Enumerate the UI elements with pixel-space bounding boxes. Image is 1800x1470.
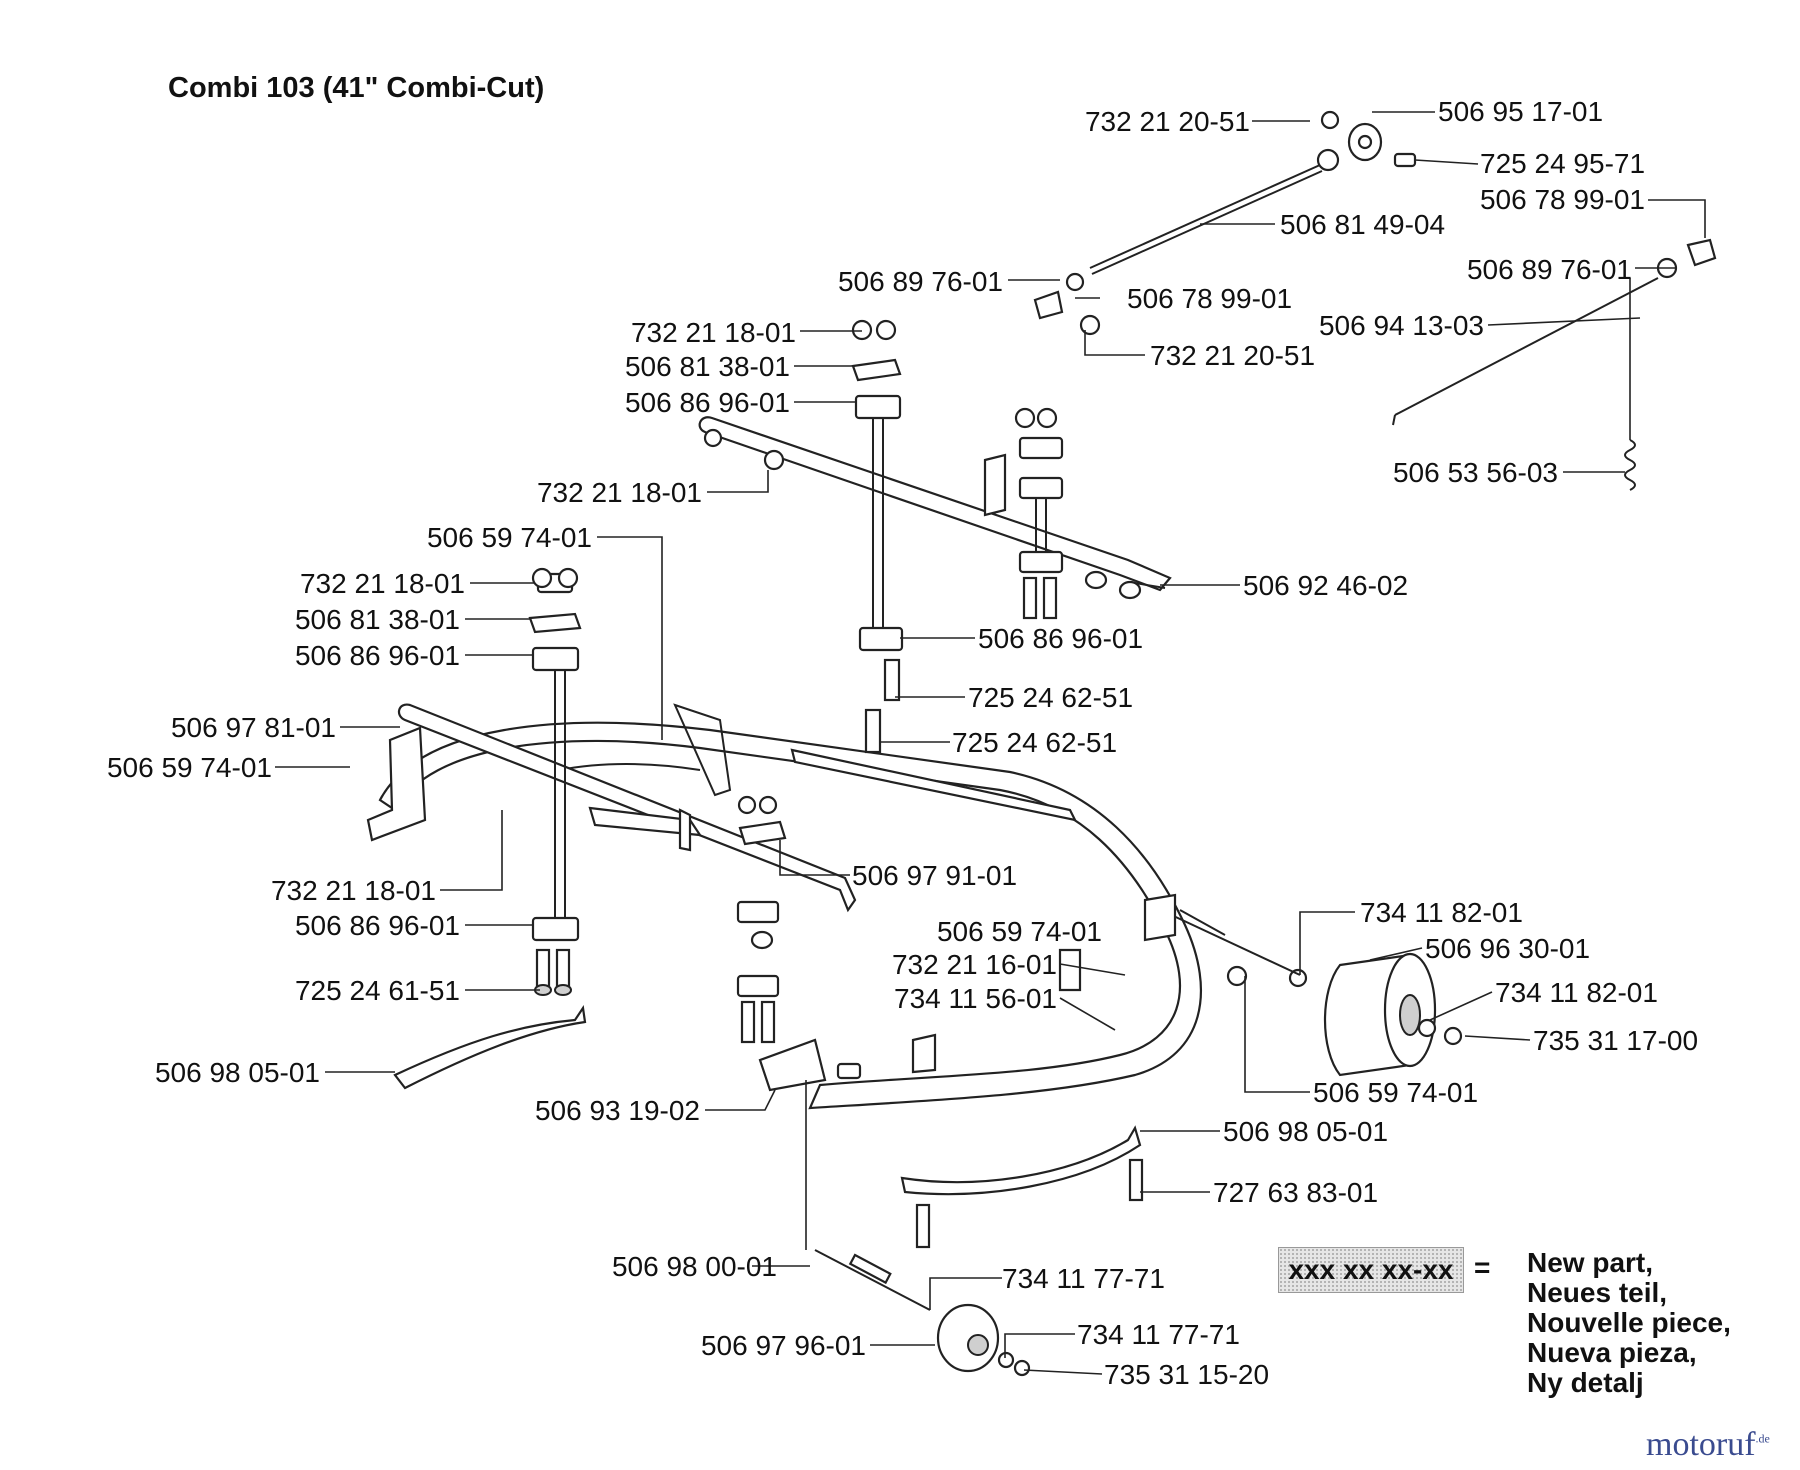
part-label[interactable]: 506 59 74-01 [106, 752, 272, 783]
part-label[interactable]: 506 81 38-01 [294, 604, 460, 635]
legend-meaning: New part, [1527, 1247, 1654, 1278]
front-wheel [805, 1080, 1031, 1377]
part-label[interactable]: 506 94 13-03 [1318, 310, 1484, 341]
part-label[interactable]: 506 86 96-01 [978, 623, 1144, 654]
part-label[interactable]: 725 24 62-51 [968, 682, 1134, 713]
part-label[interactable]: 506 92 46-02 [1243, 570, 1409, 601]
part-label[interactable]: 506 53 56-03 [1392, 457, 1558, 488]
watermark-suffix: .de [1755, 1431, 1770, 1446]
part-label[interactable]: 732 21 18-01 [630, 317, 796, 348]
leader-lines [275, 111, 1706, 1375]
part-label[interactable]: 732 21 18-01 [270, 875, 436, 906]
left-mount-stack [528, 567, 582, 996]
skid-plates [393, 893, 1248, 1249]
part-label[interactable]: 732 21 18-01 [299, 568, 465, 599]
part-label[interactable]: 506 86 96-01 [294, 910, 460, 941]
part-label[interactable]: 506 86 96-01 [624, 387, 790, 418]
part-label[interactable]: 506 78 99-01 [1479, 184, 1645, 215]
part-label[interactable]: 506 86 96-01 [294, 640, 460, 671]
legend-meaning: Nueva pieza, [1527, 1337, 1697, 1368]
part-label[interactable]: 506 59 74-01 [936, 916, 1102, 947]
part-label[interactable]: 506 93 19-02 [534, 1095, 700, 1126]
part-label[interactable]: 725 24 61-51 [294, 975, 460, 1006]
part-label[interactable]: 506 97 96-01 [700, 1330, 866, 1361]
part-label[interactable]: 506 97 91-01 [852, 860, 1018, 891]
part-label[interactable]: 735 31 17-00 [1533, 1025, 1699, 1056]
part-label[interactable]: 506 81 38-01 [624, 351, 790, 382]
rear-roller [1149, 904, 1463, 1077]
part-label[interactable]: 506 97 81-01 [170, 712, 336, 743]
part-label[interactable]: 506 89 76-01 [1466, 254, 1632, 285]
part-label[interactable]: 734 11 56-01 [894, 983, 1057, 1014]
part-label[interactable]: 506 59 74-01 [1313, 1077, 1479, 1108]
part-label[interactable]: 506 95 17-01 [1438, 96, 1604, 127]
watermark-logo: motoruf.de [1646, 1426, 1770, 1464]
legend-meaning: Neues teil, [1527, 1277, 1668, 1308]
part-label[interactable]: 725 24 62-51 [952, 727, 1118, 758]
legend-meaning: Nouvelle piece, [1527, 1307, 1731, 1338]
part-label[interactable]: 732 21 16-01 [891, 949, 1057, 980]
center-mount-stack [851, 319, 904, 754]
part-label[interactable]: 727 63 83-01 [1213, 1177, 1379, 1208]
watermark-name: motoruf [1646, 1426, 1756, 1463]
diagram-title: Combi 103 (41" Combi-Cut) [168, 72, 545, 104]
part-label[interactable]: 732 21 20-51 [1084, 106, 1250, 137]
part-label[interactable]: 506 98 00-01 [611, 1251, 777, 1282]
part-label[interactable]: 506 59 74-01 [426, 522, 592, 553]
new-part-legend-sample: xxx xx xx-xx [1278, 1247, 1464, 1293]
part-label[interactable]: 506 81 49-04 [1280, 209, 1446, 240]
lower-center-stack [736, 795, 862, 1092]
upper-lift-rod [698, 416, 1172, 592]
part-label[interactable]: 732 21 18-01 [536, 477, 702, 508]
part-label[interactable]: 734 11 77-71 [1077, 1319, 1240, 1350]
part-label[interactable]: 734 11 77-71 [1002, 1263, 1165, 1294]
top-linkage [1033, 110, 1717, 491]
lower-lift-rod [366, 703, 1077, 913]
part-label[interactable]: 734 11 82-01 [1360, 897, 1523, 928]
part-label[interactable]: 506 96 30-01 [1425, 933, 1591, 964]
part-label[interactable]: 735 31 15-20 [1104, 1359, 1270, 1390]
part-label[interactable]: 734 11 82-01 [1495, 977, 1658, 1008]
part-label[interactable]: 506 78 99-01 [1127, 283, 1293, 314]
part-label[interactable]: 506 98 05-01 [1223, 1116, 1389, 1147]
legend-meaning: Ny detalj [1527, 1367, 1644, 1398]
part-label[interactable]: 732 21 20-51 [1150, 340, 1316, 371]
right-mount-stack [1014, 407, 1142, 620]
legend-meanings: New part, Neues teil, Nouvelle piece, Nu… [1527, 1248, 1731, 1398]
part-label[interactable]: 725 24 95-71 [1480, 148, 1646, 179]
part-label[interactable]: 506 89 76-01 [837, 266, 1003, 297]
legend-equals: = [1474, 1252, 1491, 1283]
part-label[interactable]: 506 98 05-01 [154, 1057, 320, 1088]
